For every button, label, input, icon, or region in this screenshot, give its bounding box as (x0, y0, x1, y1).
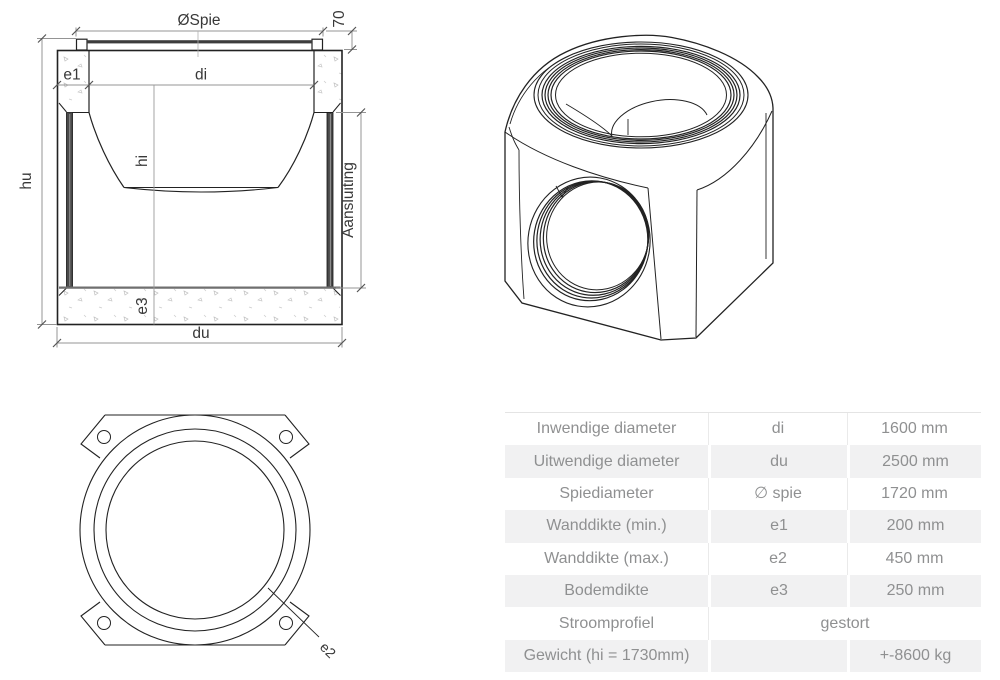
spec-label: Stroomprofiel (558, 614, 655, 632)
table-row: Wanddikte (min.) e1 200 mm (505, 510, 981, 543)
table-row: Bodemdikte e3 250 mm (505, 574, 981, 608)
spec-label: Wanddikte (min.) (546, 517, 667, 535)
funnel-profile (72, 112, 333, 193)
bottom-slab-concrete (58, 288, 340, 324)
table-row: Stroomprofiel gestort (505, 607, 981, 640)
plan-inner-circle (105, 440, 285, 620)
plan-outer-circle (79, 414, 311, 646)
spec-value: +-8600 kg (847, 639, 981, 673)
spec-label: Uitwendige diameter (533, 452, 680, 470)
spec-value: 1720 mm (847, 477, 981, 511)
iso-silhouette (504, 34, 774, 341)
table-row: Gewicht (hi = 1730mm) +-8600 kg (505, 639, 981, 673)
spec-value: 250 mm (847, 574, 981, 608)
label-spie: ØSpie (177, 12, 220, 29)
spec-symbol: e1 (708, 510, 847, 543)
table-row: Uitwendige diameter du 2500 mm (505, 445, 981, 478)
table-row: Inwendige diameter di 1600 mm (505, 413, 981, 446)
spec-value: 2500 mm (847, 445, 981, 478)
dimension-du (52, 327, 347, 348)
isometric-view (504, 34, 774, 341)
body-outline (56, 49, 343, 326)
spec-merged-value: gestort (708, 607, 981, 640)
plan-corner-tabs (80, 414, 310, 646)
table-row: Wanddikte (max.) e2 450 mm (505, 542, 981, 575)
wall-concrete-right (314, 51, 342, 103)
seal-strip-left (66, 112, 73, 288)
spec-symbol: di (708, 413, 847, 446)
dimension-hu (37, 34, 76, 329)
label-aansluiting: Aansluiting (340, 162, 357, 238)
e2-leader-line (267, 587, 320, 638)
spec-symbol (708, 639, 847, 673)
label-e2: e2 (317, 639, 339, 661)
plan-middle-circle (93, 428, 297, 632)
spec-value: 450 mm (847, 542, 981, 575)
dimension-aansluiting (336, 108, 366, 293)
seal-strip-right (326, 112, 334, 288)
front-opening-notch (555, 185, 569, 198)
spec-label: Spiediameter (559, 484, 654, 502)
spec-symbol: e2 (708, 542, 847, 575)
label-70: 70 (331, 10, 348, 28)
opening-chamfers (58, 102, 341, 296)
spec-value: 200 mm (847, 510, 981, 543)
spigot-ring (75, 38, 324, 51)
spec-label: Inwendige diameter (536, 420, 677, 438)
front-opening-rings (527, 176, 651, 308)
dimension-e1-di (52, 80, 319, 90)
spec-label: Bodemdikte (564, 582, 649, 600)
plan-view: e2 (79, 414, 339, 661)
label-hi: hi (134, 155, 151, 167)
flow-channel-dome (565, 99, 708, 138)
label-e3: e3 (134, 297, 151, 314)
spec-value: 1600 mm (847, 413, 981, 446)
label-hu: hu (18, 172, 35, 189)
spec-table: Inwendige diameter di 1600 mm Uitwendige… (505, 412, 981, 673)
dimension-70 (326, 26, 357, 54)
spec-label: Wanddikte (max.) (544, 549, 669, 567)
spec-symbol: e3 (708, 574, 847, 608)
cross-section-view: ØSpie 70 e1 di hu hi e3 (18, 10, 366, 348)
spec-symbol: ∅ spie (708, 477, 847, 511)
spec-label: Gewicht (hi = 1730mm) (523, 646, 690, 664)
anchor-holes (97, 430, 293, 630)
table-row: Spiediameter ∅ spie 1720 mm (505, 477, 981, 511)
spec-symbol: du (708, 445, 847, 478)
label-e1: e1 (63, 67, 80, 84)
wall-concrete-left (58, 51, 89, 103)
dimension-spie (71, 26, 328, 57)
inner-wall-faces (88, 50, 315, 113)
top-opening-rings (533, 41, 749, 149)
label-du: du (192, 325, 209, 342)
label-di: di (195, 67, 207, 84)
